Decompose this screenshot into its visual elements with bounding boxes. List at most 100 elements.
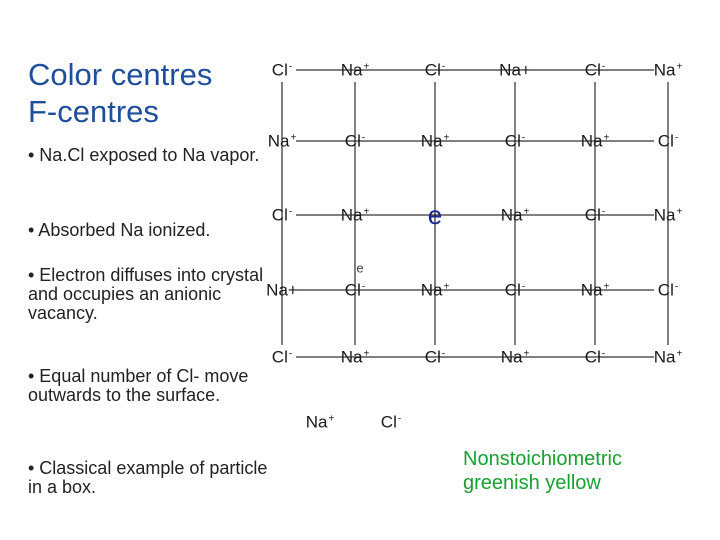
ion-charge: + — [523, 348, 530, 360]
bullet-1: • Na.Cl exposed to Na vapor. — [28, 145, 260, 165]
ion-symbol: Cl — [584, 205, 601, 225]
ion-site: Na+ — [421, 133, 450, 150]
note-line-2: greenish yellow — [463, 472, 601, 494]
ion-charge: + — [290, 132, 297, 144]
ion-charge: + — [523, 206, 530, 218]
ion-charge: + — [363, 61, 370, 73]
electron-f-centre: e — [428, 202, 442, 228]
ion-site: Cl- — [345, 282, 365, 299]
ion-site: Cl- — [345, 133, 365, 150]
ion-site: Cl- — [272, 349, 292, 366]
ion-symbol: Na — [340, 205, 363, 225]
ion-symbol: Na — [580, 131, 603, 151]
ion-site: Na+ — [581, 133, 610, 150]
ion-site: Cl- — [585, 349, 605, 366]
ion-site: Cl- — [425, 349, 445, 366]
ion-site: Cl- — [272, 62, 292, 79]
ion-symbol: Na — [500, 205, 523, 225]
bullet-4: • Equal number of Cl- move outwards to t… — [28, 366, 249, 405]
ion-charge: + — [676, 61, 683, 73]
ion-charge: + — [676, 206, 683, 218]
ion-charge: + — [443, 281, 450, 293]
ion-symbol: Cl — [504, 280, 521, 300]
ion-symbol: Na — [340, 60, 363, 80]
ion-charge: - — [288, 348, 293, 360]
ion-charge: - — [601, 348, 606, 360]
ion-charge: + — [603, 281, 610, 293]
ion-symbol: Cl — [424, 60, 441, 80]
note-line-1: Nonstoichiometric — [463, 448, 622, 470]
ion-symbol: Na — [653, 347, 676, 367]
ion-symbol: Cl — [380, 412, 397, 432]
ion-site: Na+ — [654, 207, 683, 224]
ion-charge: - — [601, 61, 606, 73]
ion-symbol: Cl — [271, 60, 288, 80]
ion-symbol: Na — [340, 347, 363, 367]
ion-symbol: Cl — [424, 347, 441, 367]
ion-site: Cl- — [658, 133, 678, 150]
ion-symbol: Cl — [271, 205, 288, 225]
bullet-5: • Classical example of particle in a box… — [28, 458, 268, 497]
ion-charge: - — [288, 61, 293, 73]
ion-charge: - — [361, 132, 366, 144]
ion-site: Na+ — [501, 207, 530, 224]
ion-site: Cl- — [505, 282, 525, 299]
ion-site: Cl- — [505, 133, 525, 150]
ion-site: Cl- — [272, 207, 292, 224]
ion-symbol: Cl — [344, 131, 361, 151]
ion-charge: - — [521, 281, 526, 293]
stoichiometry-note: Nonstoichiometric greenish yellow — [463, 447, 622, 495]
ion-charge: + — [603, 132, 610, 144]
ion-site: Na+ — [654, 349, 683, 366]
ion-symbol: Na — [653, 60, 676, 80]
title-line-2: F-centres — [28, 94, 159, 129]
bullet-3: • Electron diffuses into crystal and occ… — [28, 265, 264, 323]
ion-site: Na+ — [268, 133, 297, 150]
surface-ion: Na+ — [306, 414, 335, 431]
ion-site: Na+ — [341, 62, 370, 79]
ion-charge: - — [521, 132, 526, 144]
ion-site: Na+ — [501, 349, 530, 366]
ion-symbol: Na — [420, 131, 443, 151]
ion-site: Na+ — [499, 62, 531, 79]
ion-site: Cl- — [585, 207, 605, 224]
ion-symbol: Na+ — [266, 280, 298, 300]
ion-symbol: Na — [267, 131, 290, 151]
ion-symbol: e — [427, 200, 443, 230]
ion-site: Na+ — [266, 282, 298, 299]
ion-symbol: Cl — [584, 347, 601, 367]
electron-trace-label: e — [356, 260, 364, 276]
ion-charge: - — [441, 61, 446, 73]
slide-title: Color centres F-centres — [28, 56, 212, 130]
ion-charge: + — [363, 348, 370, 360]
ion-site: Na+ — [341, 349, 370, 366]
ion-site: Na+ — [341, 207, 370, 224]
ion-site: Na+ — [654, 62, 683, 79]
ion-site: Na+ — [581, 282, 610, 299]
surface-ion: Cl- — [381, 414, 401, 431]
ion-charge: - — [361, 281, 366, 293]
ion-charge: - — [601, 206, 606, 218]
ion-charge: + — [676, 348, 683, 360]
ion-symbol: Na — [500, 347, 523, 367]
ion-symbol: Na — [580, 280, 603, 300]
ion-symbol: Cl — [657, 131, 674, 151]
ion-symbol: Na — [305, 412, 328, 432]
ion-symbol: Cl — [344, 280, 361, 300]
ion-charge: - — [288, 206, 293, 218]
ion-symbol: Cl — [504, 131, 521, 151]
ion-symbol: Na — [653, 205, 676, 225]
title-line-1: Color centres — [28, 57, 213, 92]
ion-site: Cl- — [585, 62, 605, 79]
ion-site: Cl- — [425, 62, 445, 79]
ion-site: Na+ — [421, 282, 450, 299]
ion-symbol: Cl — [584, 60, 601, 80]
ion-charge: + — [363, 206, 370, 218]
ion-charge: - — [674, 281, 679, 293]
ion-charge: + — [443, 132, 450, 144]
ion-symbol: Na+ — [499, 60, 531, 80]
ion-symbol: Na — [420, 280, 443, 300]
ion-charge: - — [441, 348, 446, 360]
ion-symbol: Cl — [271, 347, 288, 367]
